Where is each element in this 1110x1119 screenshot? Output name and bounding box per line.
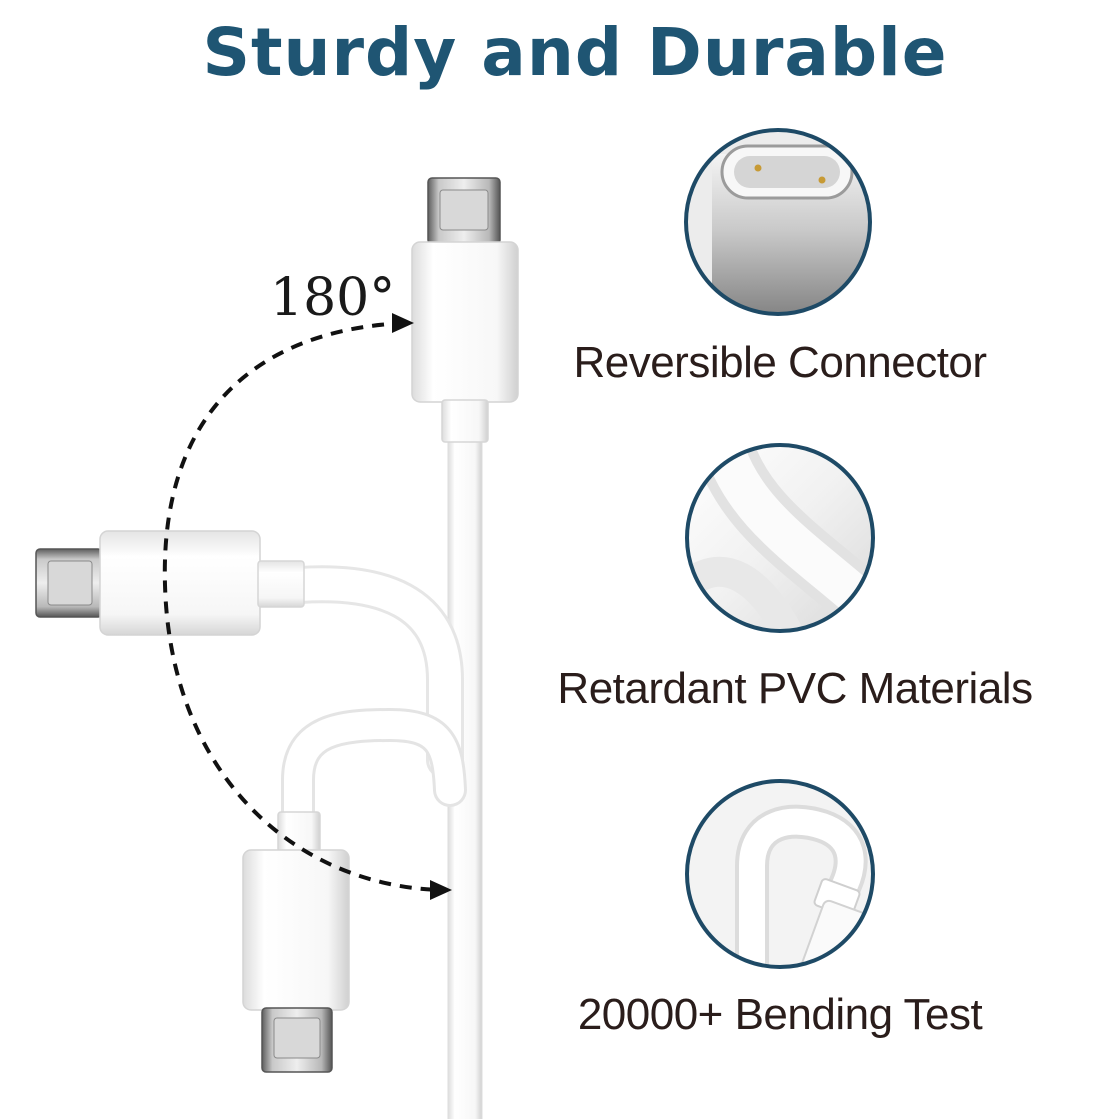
page-title: Sturdy and Durable — [202, 14, 948, 91]
usb-c-cable-illustration — [35, 177, 519, 1119]
arrow-head-bottom — [430, 880, 452, 900]
pvc-cable-icon — [685, 443, 875, 633]
feature-label-bending-test: 20000+ Bending Test — [577, 990, 983, 1039]
middle-cable — [281, 565, 464, 779]
bent-cable-icon — [685, 779, 875, 969]
feature-label-reversible-connector: Reversible Connector — [573, 338, 987, 387]
feature-label-pvc-materials: Retardant PVC Materials — [557, 664, 1033, 713]
bottom-connector — [242, 811, 350, 1073]
rotation-arrow — [162, 313, 452, 900]
middle-connector — [35, 530, 305, 636]
rotation-angle-label: 180° — [270, 268, 396, 328]
usb-c-port-icon — [684, 128, 872, 316]
bottom-cable-loop — [281, 707, 467, 837]
top-connector — [411, 177, 519, 443]
arrow-head-top — [392, 313, 414, 333]
